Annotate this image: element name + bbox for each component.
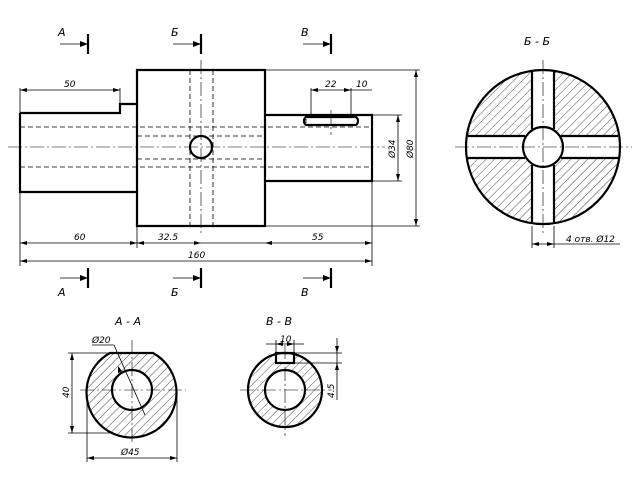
- dim-4-holes: 4 отв. Ø12: [566, 234, 615, 245]
- section-vv-title: В - В: [266, 315, 292, 328]
- dim-d80: Ø80: [405, 139, 416, 159]
- dim-50: 50: [64, 80, 76, 90]
- section-bb-title: Б - Б: [524, 35, 550, 48]
- cut-label-b-top: Б: [171, 26, 179, 39]
- dim-55: 55: [312, 233, 324, 243]
- section-aa-outer: [85, 351, 178, 439]
- dim-160: 160: [188, 251, 205, 261]
- cut-label-v-bottom: В: [301, 286, 309, 299]
- section-bb: Б - Б 4 отв. Ø12: [455, 35, 632, 248]
- dim-40: 40: [62, 386, 72, 398]
- cut-label-v-top: В: [301, 26, 309, 39]
- dim-4-5: 4.5: [327, 383, 337, 398]
- dim-10-key: 10: [356, 80, 368, 90]
- dim-d34: Ø34: [387, 139, 398, 159]
- dim-d20: Ø20: [91, 335, 111, 346]
- cut-label-a-bottom: А: [57, 286, 66, 299]
- shaft-outline: [18, 68, 374, 228]
- main-dimensions: 50 22 10 Ø34 Ø80 60 32.5: [19, 69, 420, 266]
- section-aa: А - А Ø20 40 Ø45: [62, 315, 186, 462]
- cut-label-b-bottom: Б: [171, 286, 179, 299]
- dim-d45: Ø45: [120, 447, 140, 458]
- keyway-slot: [302, 115, 360, 127]
- dim-32-5: 32.5: [158, 233, 178, 243]
- cutting-planes: А А Б Б В В: [57, 26, 333, 299]
- section-vv: В - В 10 4.5: [240, 315, 342, 436]
- dim-10-vv: 10: [280, 335, 292, 345]
- cut-label-a-top: А: [57, 26, 66, 39]
- section-aa-title: А - А: [114, 315, 141, 328]
- dim-22: 22: [325, 80, 337, 90]
- dim-60: 60: [74, 233, 86, 243]
